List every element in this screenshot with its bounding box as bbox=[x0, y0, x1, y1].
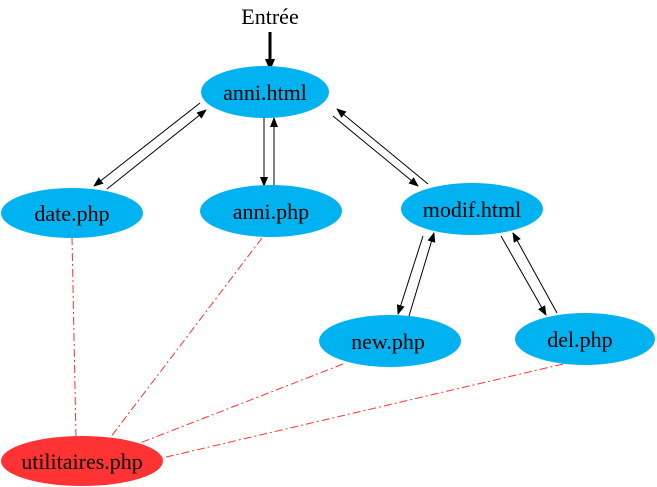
node-del-php-label: del.php bbox=[547, 327, 612, 352]
nodes: anni.html date.php anni.php modif.html n… bbox=[1, 66, 655, 486]
node-utilitaires-php-label: utilitaires.php bbox=[21, 449, 143, 474]
node-modif-html[interactable]: modif.html bbox=[401, 183, 543, 235]
edge-modif-html-to-del-php bbox=[500, 235, 547, 316]
edge-date-php-to-anni-html bbox=[106, 109, 207, 190]
node-utilitaires-php-shape bbox=[1, 436, 163, 486]
entry-label: Entrée bbox=[241, 4, 298, 29]
node-del-php-shape bbox=[515, 313, 655, 365]
node-date-php-shape bbox=[1, 188, 143, 238]
node-modif-html-label: modif.html bbox=[423, 197, 521, 222]
node-del-php[interactable]: del.php bbox=[515, 313, 655, 365]
edge-del-php-to-modif-html bbox=[512, 232, 558, 314]
edge-modif-html-to-new-php bbox=[396, 235, 424, 315]
node-new-php[interactable]: new.php bbox=[319, 315, 461, 367]
dependency-edge-del-php bbox=[161, 363, 564, 459]
edge-new-php-to-modif-html bbox=[408, 232, 436, 317]
node-anni-html-shape bbox=[201, 66, 329, 118]
edge-anni-html-to-modif-html bbox=[332, 115, 419, 187]
node-date-php-label: date.php bbox=[34, 201, 109, 226]
node-date-php[interactable]: date.php bbox=[1, 188, 143, 238]
dependency-lines bbox=[71, 236, 564, 459]
node-anni-php-shape bbox=[200, 185, 342, 237]
dependency-edge-date-php bbox=[71, 236, 77, 439]
node-anni-php-label: anni.php bbox=[233, 199, 309, 224]
node-anni-html[interactable]: anni.html bbox=[201, 66, 329, 118]
entry-group: Entrée bbox=[241, 4, 299, 71]
node-new-php-shape bbox=[319, 315, 461, 367]
node-utilitaires-php[interactable]: utilitaires.php bbox=[1, 436, 163, 486]
navigation-edges bbox=[93, 102, 558, 317]
node-anni-html-label: anni.html bbox=[223, 80, 307, 105]
dependency-edge-anni-php bbox=[109, 237, 263, 439]
edge-anni-html-to-date-php bbox=[93, 102, 201, 187]
node-new-php-label: new.php bbox=[351, 329, 425, 354]
node-modif-html-shape bbox=[401, 183, 543, 235]
dependency-edge-new-php bbox=[139, 363, 344, 444]
edge-modif-html-to-anni-html bbox=[336, 108, 429, 185]
node-anni-php[interactable]: anni.php bbox=[200, 185, 342, 237]
